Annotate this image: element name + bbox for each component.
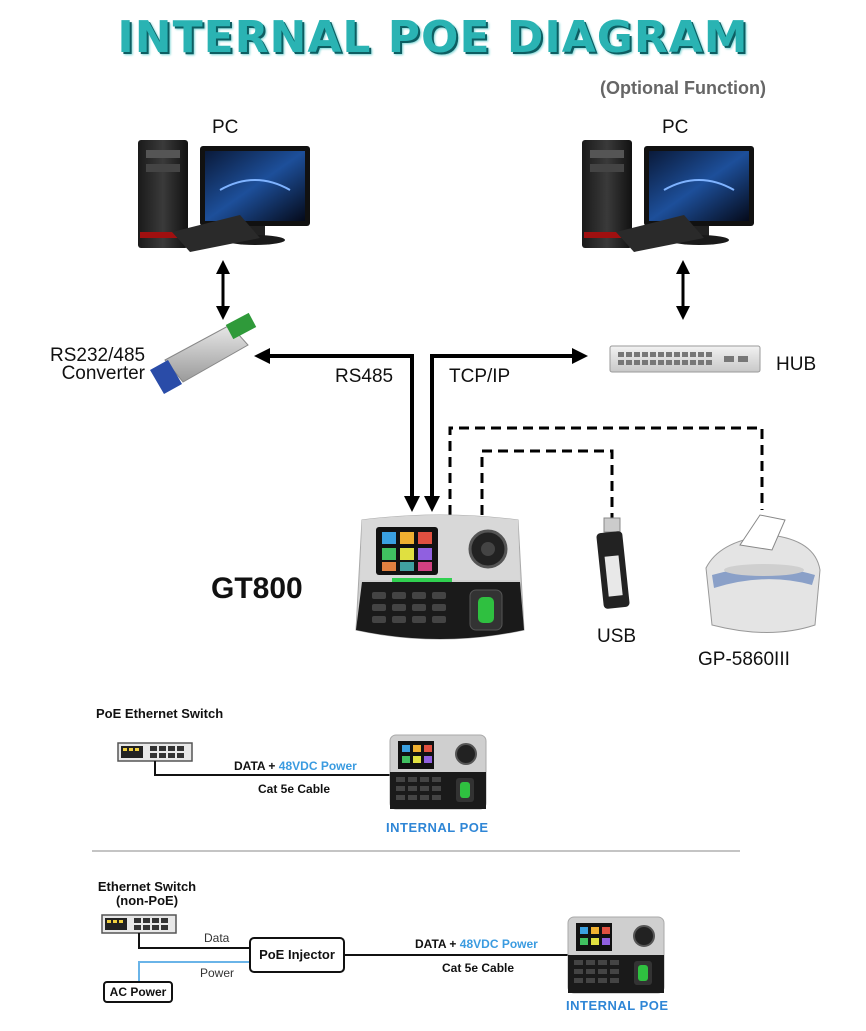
gt800-small-device-icon-2 bbox=[567, 916, 665, 994]
device-label: GT800 bbox=[211, 572, 303, 605]
power-line-label: Power bbox=[200, 966, 235, 980]
non-poe-data-power-label: DATA + 48VDC Power bbox=[415, 937, 538, 951]
hub-icon bbox=[609, 345, 761, 373]
non-poe-switch-title-line1: Ethernet Switch bbox=[97, 879, 197, 894]
converter-label-line2: Converter bbox=[61, 363, 145, 384]
poe-cable-label: Cat 5e Cable bbox=[258, 782, 331, 796]
usb-dashed-connection bbox=[480, 449, 614, 520]
converter-label-line1: RS232/485 bbox=[50, 345, 146, 366]
non-poe-cable-label: Cat 5e Cable bbox=[442, 961, 515, 975]
non-poe-switch-title: Ethernet Switch (non-PoE) bbox=[92, 880, 202, 908]
printer-icon bbox=[705, 514, 821, 633]
ac-injector-power-line bbox=[138, 961, 250, 982]
poe-data-power-label: DATA + 48VDC Power bbox=[234, 759, 357, 773]
poe-switch-title: PoE Ethernet Switch bbox=[96, 706, 224, 721]
printer-label: GP-5860III bbox=[698, 649, 790, 670]
poe-ethernet-switch-icon bbox=[117, 742, 193, 762]
switch-injector-data-line bbox=[138, 933, 250, 949]
pc-left-label: PC bbox=[212, 117, 239, 138]
injector-label: PoE Injector bbox=[259, 947, 335, 962]
ac-power-label: AC Power bbox=[109, 985, 167, 999]
pc-converter-link bbox=[216, 260, 230, 320]
non-poe-switch-title-line2: (non-PoE) bbox=[115, 893, 179, 908]
hub-label: HUB bbox=[776, 354, 817, 375]
poe-cable-line bbox=[154, 761, 392, 776]
poe-caption: INTERNAL POE bbox=[386, 820, 489, 835]
optional-function-note: (Optional Function) bbox=[600, 78, 766, 98]
poe-power-text: 48VDC Power bbox=[278, 759, 357, 773]
pc-hub-link bbox=[676, 260, 690, 320]
usb-label: USB bbox=[597, 626, 637, 647]
rs485-label: RS485 bbox=[335, 366, 394, 387]
usb-drive-icon bbox=[596, 517, 630, 609]
non-poe-data-text: DATA + bbox=[415, 937, 457, 951]
ac-power-box bbox=[103, 981, 173, 1003]
non-poe-switch-icon bbox=[101, 914, 177, 934]
non-poe-caption: INTERNAL POE bbox=[566, 998, 669, 1013]
poe-data-text: DATA + bbox=[234, 759, 276, 773]
gt800-device-icon bbox=[355, 514, 525, 640]
diagram-title: INTERNAL POE DIAGRAM bbox=[117, 12, 749, 63]
tcpip-label: TCP/IP bbox=[449, 366, 511, 387]
converter-label: RS232/485 Converter bbox=[50, 345, 146, 384]
printer-dashed-connection bbox=[448, 426, 764, 515]
tcpip-connection bbox=[424, 348, 588, 512]
rs485-connection bbox=[254, 348, 420, 512]
pc-left-icon bbox=[138, 140, 310, 252]
pc-right-label: PC bbox=[662, 117, 689, 138]
non-poe-power-text: 48VDC Power bbox=[459, 937, 538, 951]
gt800-small-device-icon bbox=[389, 734, 487, 810]
rs232-485-converter-icon bbox=[150, 312, 257, 394]
data-line-label: Data bbox=[204, 931, 230, 945]
pc-right-icon bbox=[582, 140, 754, 252]
